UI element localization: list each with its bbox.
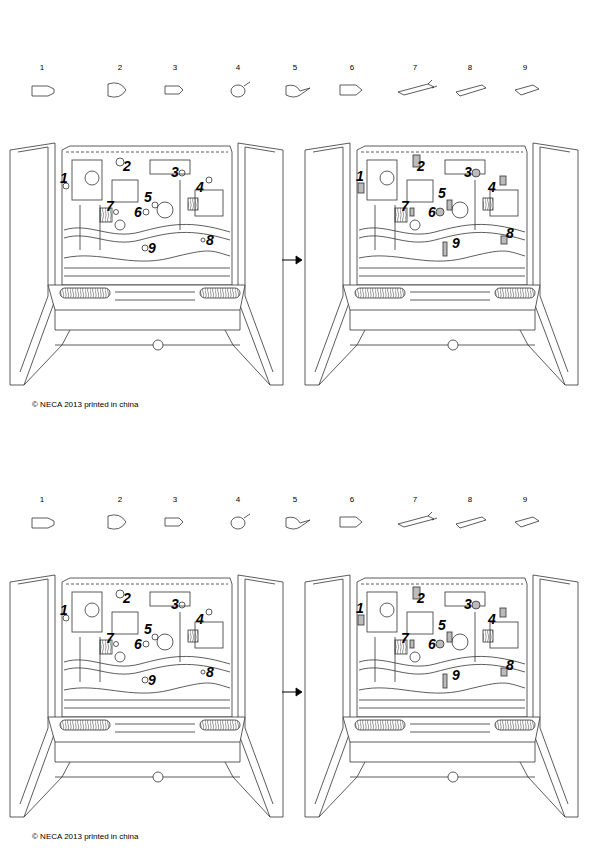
callout-number: 8	[206, 233, 214, 247]
copyright-note: © NECA 2013 printed in china	[32, 833, 138, 841]
callout-number: 5	[438, 186, 446, 200]
callout-number: 6	[134, 205, 142, 219]
callout-number: 2	[123, 159, 131, 173]
part-number: 7	[413, 64, 417, 72]
callout-number: 3	[171, 597, 179, 611]
part-number: 4	[236, 496, 240, 504]
callout-number: 5	[144, 622, 152, 636]
callout-number: 2	[417, 159, 425, 173]
callout-number: 4	[196, 180, 204, 194]
part-number: 1	[40, 64, 44, 72]
callout-number: 3	[171, 165, 179, 179]
part-number: 6	[350, 64, 354, 72]
part-number: 5	[293, 64, 297, 72]
callout-number: 3	[464, 597, 472, 611]
callout-number: 9	[148, 241, 156, 255]
callout-number: 9	[452, 668, 460, 682]
callout-number: 1	[60, 603, 68, 617]
callout-number: 7	[106, 631, 114, 645]
callout-number: 6	[428, 205, 436, 219]
part-number: 7	[413, 496, 417, 504]
callout-number: 9	[148, 673, 156, 687]
callout-number: 2	[123, 591, 131, 605]
part-number: 1	[40, 496, 44, 504]
callout-number: 4	[488, 612, 496, 626]
part-number: 5	[293, 496, 297, 504]
callout-number: 3	[464, 165, 472, 179]
callout-number: 5	[438, 618, 446, 632]
part-number: 3	[173, 496, 177, 504]
callout-number: 8	[506, 226, 514, 240]
callout-number: 7	[401, 199, 409, 213]
part-number: 6	[350, 496, 354, 504]
callout-number: 8	[206, 665, 214, 679]
callout-number: 1	[356, 601, 364, 615]
part-number: 9	[523, 496, 527, 504]
part-number: 9	[523, 64, 527, 72]
part-number: 3	[173, 64, 177, 72]
copyright-note: © NECA 2013 printed in china	[32, 401, 138, 409]
callout-number: 7	[106, 199, 114, 213]
callout-number: 2	[417, 591, 425, 605]
callout-number: 4	[196, 612, 204, 626]
callout-number: 5	[144, 190, 152, 204]
part-number: 8	[468, 64, 472, 72]
callout-number: 7	[401, 631, 409, 645]
part-number: 8	[468, 496, 472, 504]
part-number: 2	[118, 64, 122, 72]
callout-number: 4	[488, 180, 496, 194]
callout-number: 1	[356, 169, 364, 183]
callout-number: 1	[60, 171, 68, 185]
part-number: 4	[236, 64, 240, 72]
callout-number: 8	[506, 658, 514, 672]
callout-number: 9	[452, 236, 460, 250]
part-number: 2	[118, 496, 122, 504]
callout-number: 6	[428, 637, 436, 651]
callout-number: 6	[134, 637, 142, 651]
